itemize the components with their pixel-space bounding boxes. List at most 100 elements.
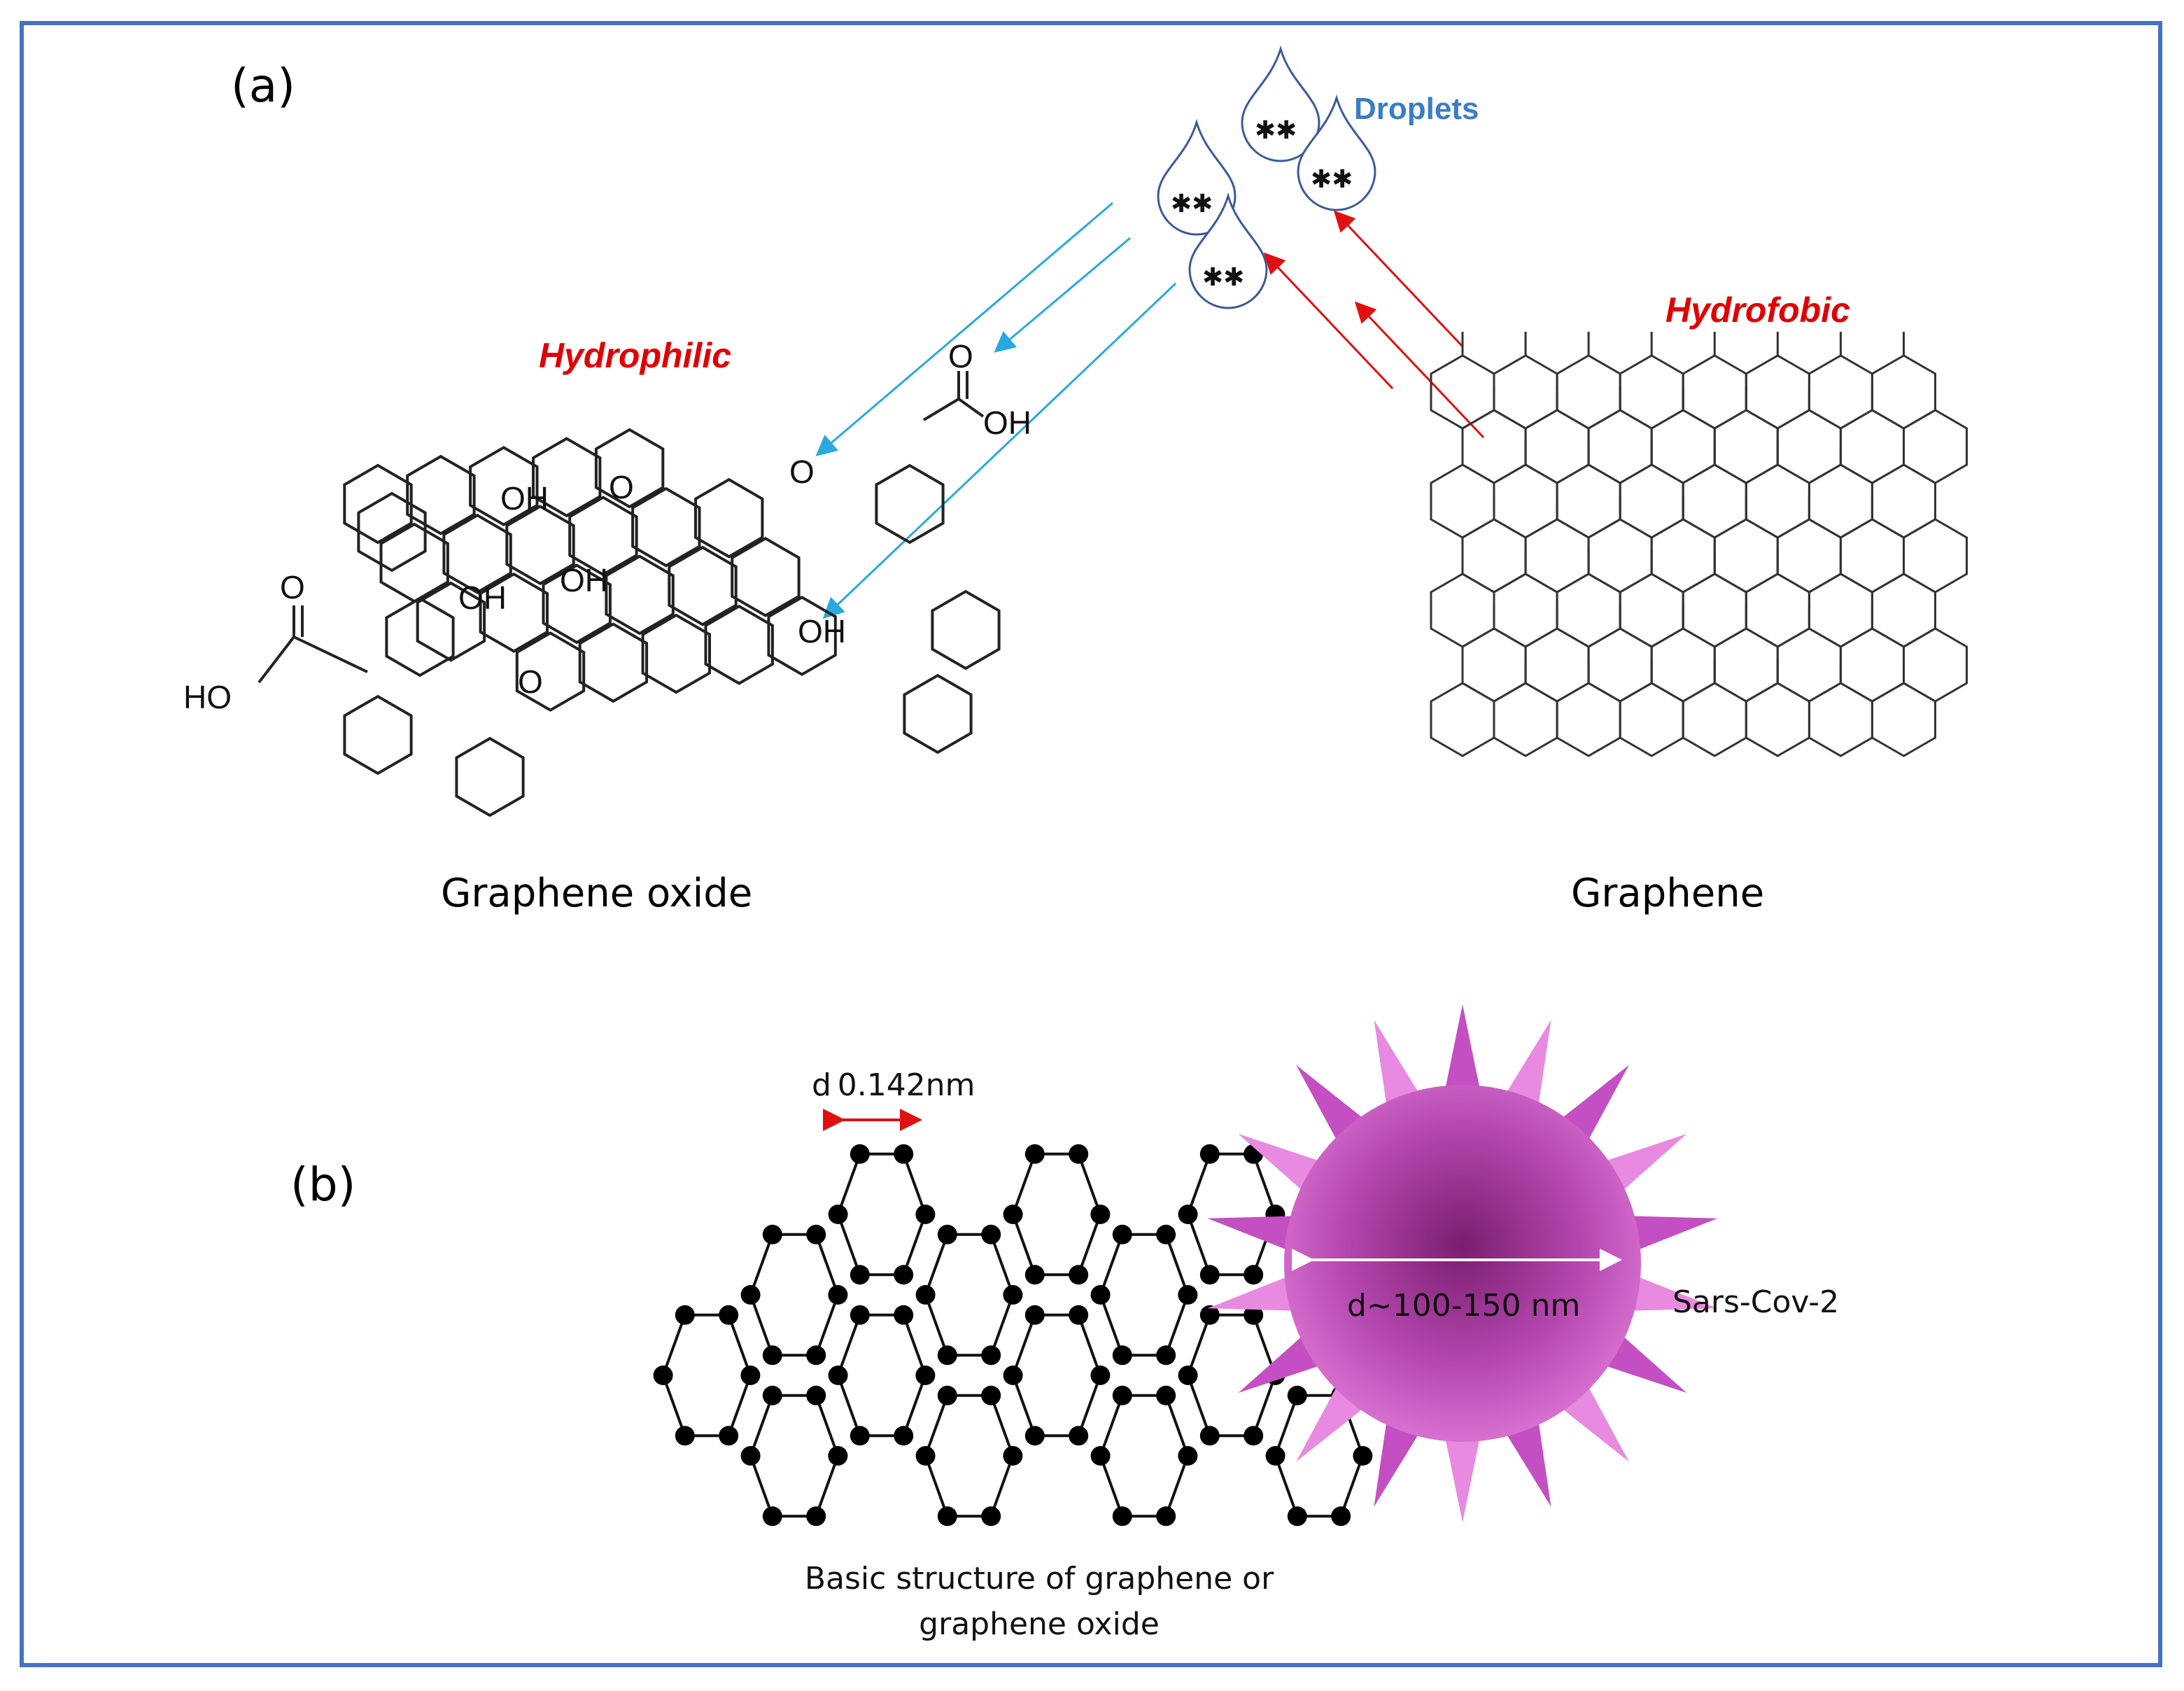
graphene-caption: Graphene xyxy=(1571,871,1764,916)
hexagon xyxy=(1682,463,1747,539)
figure-border xyxy=(20,21,2162,1667)
hexagon xyxy=(1808,354,1873,430)
ring xyxy=(731,536,801,617)
o-group: O xyxy=(518,664,543,700)
hexagon xyxy=(1099,1233,1190,1357)
hexagon xyxy=(1682,354,1747,430)
ring xyxy=(578,622,649,703)
ring xyxy=(357,491,427,573)
hexagon xyxy=(1682,682,1747,757)
bond-length-label: d 0.142nm xyxy=(812,1067,975,1103)
carbon-atom xyxy=(828,1205,848,1224)
hexagon xyxy=(1839,627,1905,703)
hexagon xyxy=(1808,682,1873,757)
hexagon xyxy=(1871,573,1936,648)
hexagon xyxy=(1650,518,1716,594)
ring xyxy=(903,673,973,755)
hexagon xyxy=(1745,682,1810,757)
carbon-atom xyxy=(740,1366,761,1385)
carbon-atom xyxy=(828,1366,848,1385)
spike-protein xyxy=(1442,1004,1483,1101)
hexagon xyxy=(1713,627,1779,703)
hexagon xyxy=(1871,354,1936,430)
carbon-atom xyxy=(850,1144,870,1164)
carbon-atom xyxy=(675,1305,695,1325)
carbon-atom xyxy=(1265,1446,1285,1466)
carbon-atom xyxy=(1156,1506,1176,1527)
carbon-atom xyxy=(1090,1446,1111,1466)
carbon-atom xyxy=(1244,1426,1264,1446)
hexagon xyxy=(1461,627,1527,703)
droplet: ✱✱ xyxy=(1157,118,1237,236)
hexagon xyxy=(1493,463,1558,539)
hexagon xyxy=(1713,409,1779,484)
carbon-atom xyxy=(1178,1366,1198,1385)
ring xyxy=(379,522,449,603)
carbon-atom xyxy=(1199,1144,1220,1164)
blue-arrows xyxy=(815,202,1177,619)
carbon-atom xyxy=(1003,1205,1023,1224)
ring xyxy=(416,581,486,662)
hexagon xyxy=(1619,354,1684,430)
carbon-atom xyxy=(915,1446,936,1466)
carbon-atom xyxy=(894,1265,914,1285)
ring xyxy=(875,463,945,545)
hexagon xyxy=(749,1394,840,1518)
hexagon xyxy=(1903,518,1968,594)
oh-group: OH xyxy=(500,480,549,517)
svg-text:✱✱: ✱✱ xyxy=(1171,189,1213,218)
oh-group: OH xyxy=(983,405,1031,441)
carbon-atom xyxy=(981,1345,1001,1366)
hexagon xyxy=(1524,518,1590,594)
panel-b-label: (b) xyxy=(290,1158,355,1212)
oh-group: OH xyxy=(798,613,846,650)
hexagon xyxy=(1587,627,1653,703)
hexagon xyxy=(1776,627,1842,703)
spike-protein xyxy=(1207,1215,1306,1255)
hexagon xyxy=(1808,573,1873,648)
blue-arrow xyxy=(815,202,1113,456)
spike-protein xyxy=(1442,1426,1483,1522)
carbon-atom xyxy=(1199,1265,1220,1285)
droplet: ✱✱ xyxy=(1241,45,1320,162)
ring xyxy=(631,486,701,568)
graphene-lattice xyxy=(1430,332,1968,757)
ring xyxy=(641,613,711,694)
carbon-atom xyxy=(828,1446,848,1466)
carbon-atom xyxy=(850,1305,870,1325)
carbon-atom xyxy=(1199,1426,1220,1446)
carbon-atom xyxy=(1244,1305,1264,1325)
hexagon xyxy=(1524,627,1590,703)
hexagon xyxy=(1493,354,1558,430)
hexagon xyxy=(1587,409,1653,484)
droplets-label: Droplets xyxy=(1354,92,1479,126)
hexagon xyxy=(1682,573,1747,648)
hexagon xyxy=(1430,573,1495,648)
ring xyxy=(568,496,638,577)
red-arrow xyxy=(1263,252,1394,390)
hexagon xyxy=(836,1313,927,1438)
carbon-atom xyxy=(1178,1285,1198,1305)
carbon-atom xyxy=(653,1366,673,1385)
graphene-oxide-structure xyxy=(343,428,1001,818)
ho-group: HO xyxy=(183,679,232,715)
carbon-atom xyxy=(1353,1446,1373,1466)
hexagon xyxy=(1745,354,1810,430)
carbon-atom xyxy=(894,1144,914,1164)
red-arrows xyxy=(1263,210,1485,439)
carbon-atom xyxy=(1024,1305,1045,1325)
hexagon xyxy=(924,1394,1015,1518)
hexagon xyxy=(1556,354,1621,430)
o-group: O xyxy=(789,454,815,490)
hydrophilic-label: Hydrophilic xyxy=(539,336,731,375)
carbon-atom xyxy=(1069,1265,1089,1285)
hexagon xyxy=(1619,682,1684,757)
hexagon xyxy=(1776,518,1842,594)
carbon-atom xyxy=(894,1305,914,1325)
red-arrow xyxy=(1333,210,1464,348)
graphene-oxide-caption: Graphene oxide xyxy=(441,871,752,916)
ring xyxy=(343,694,413,776)
hexagon xyxy=(1619,573,1684,648)
hexagon xyxy=(1587,518,1653,594)
hexagon xyxy=(1011,1152,1102,1277)
